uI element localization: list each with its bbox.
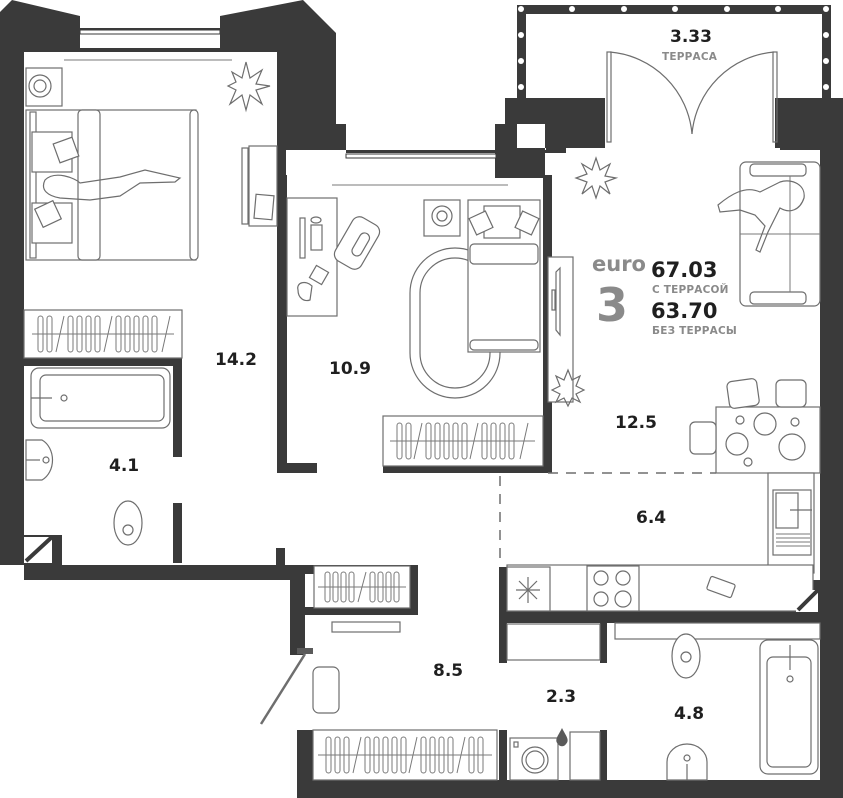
double-bed-icon: [25, 109, 199, 261]
dining-table-icon: [689, 378, 821, 474]
ottoman-icon: [312, 666, 340, 714]
sink-icon: [25, 439, 54, 481]
plant-icon: [226, 61, 271, 113]
laundry-area: 2.3: [546, 687, 577, 707]
wardrobe-icon: [382, 415, 544, 467]
storage-shelf-icon: [506, 623, 601, 661]
wardrobe-icon: [312, 729, 498, 781]
nightstand-icon: [25, 67, 63, 107]
coat-rack-icon: [331, 621, 401, 633]
terrace-area-label: 3.33: [670, 27, 712, 47]
desk-tv-icon: [241, 145, 278, 227]
toilet-icon: [671, 633, 701, 679]
rooms-count-label: 3: [596, 278, 629, 332]
wardrobe-icon: [313, 565, 411, 609]
apartment-type-label: euro: [592, 252, 646, 276]
desk-icon: [286, 197, 338, 317]
office-chair-icon: [333, 216, 381, 270]
terrace-caption: ТЕРРАСА: [662, 51, 718, 63]
terrace-railing-posts: [518, 6, 829, 90]
sink-icon: [666, 743, 708, 781]
nightstand-icon: [423, 199, 461, 237]
cutting-board-icon: [706, 575, 736, 599]
with-terrace-caption: С ТЕРРАСОЙ: [652, 284, 729, 296]
zone-divider: [499, 472, 716, 560]
sink-icon: [775, 492, 812, 547]
fridge-icon: [506, 566, 551, 612]
living-room-area: 12.5: [615, 413, 657, 433]
toilet-icon: [113, 500, 143, 546]
stove-icon: [586, 565, 640, 612]
water-heater-icon: [569, 731, 601, 781]
kitchen-area: 6.4: [636, 508, 667, 528]
ventilation-shaft-icon: [796, 588, 820, 612]
right-bathroom-area: 4.8: [674, 704, 705, 724]
washing-machine-icon: [509, 737, 559, 781]
total-area-without-terrace: 63.70: [651, 299, 718, 323]
curtain-rod-icon: [64, 59, 508, 186]
terrace-door-icon: [606, 51, 778, 143]
single-bed-icon: [467, 199, 541, 353]
water-drop-icon: [556, 728, 568, 747]
ventilation-shaft-icon: [24, 535, 62, 565]
bathtub-icon: [759, 639, 819, 775]
bathtub-icon: [30, 367, 171, 429]
master-bedroom-area: 14.2: [215, 350, 257, 370]
entrance-door-icon: [259, 653, 307, 725]
without-terrace-caption: БЕЗ ТЕРРАСЫ: [652, 325, 737, 337]
hallway-area: 8.5: [433, 661, 464, 681]
tv-unit-icon: [547, 256, 574, 403]
left-bathroom-area: 4.1: [109, 456, 140, 476]
total-area-with-terrace: 67.03: [651, 258, 718, 282]
kitchen-counter: [506, 472, 815, 612]
wardrobe-icon: [23, 309, 183, 359]
bath-shelf: [614, 622, 821, 640]
plant-icon: [550, 156, 619, 408]
middle-bedroom-area: 10.9: [329, 359, 371, 379]
sofa-icon: [717, 161, 821, 307]
windows: [79, 29, 497, 159]
